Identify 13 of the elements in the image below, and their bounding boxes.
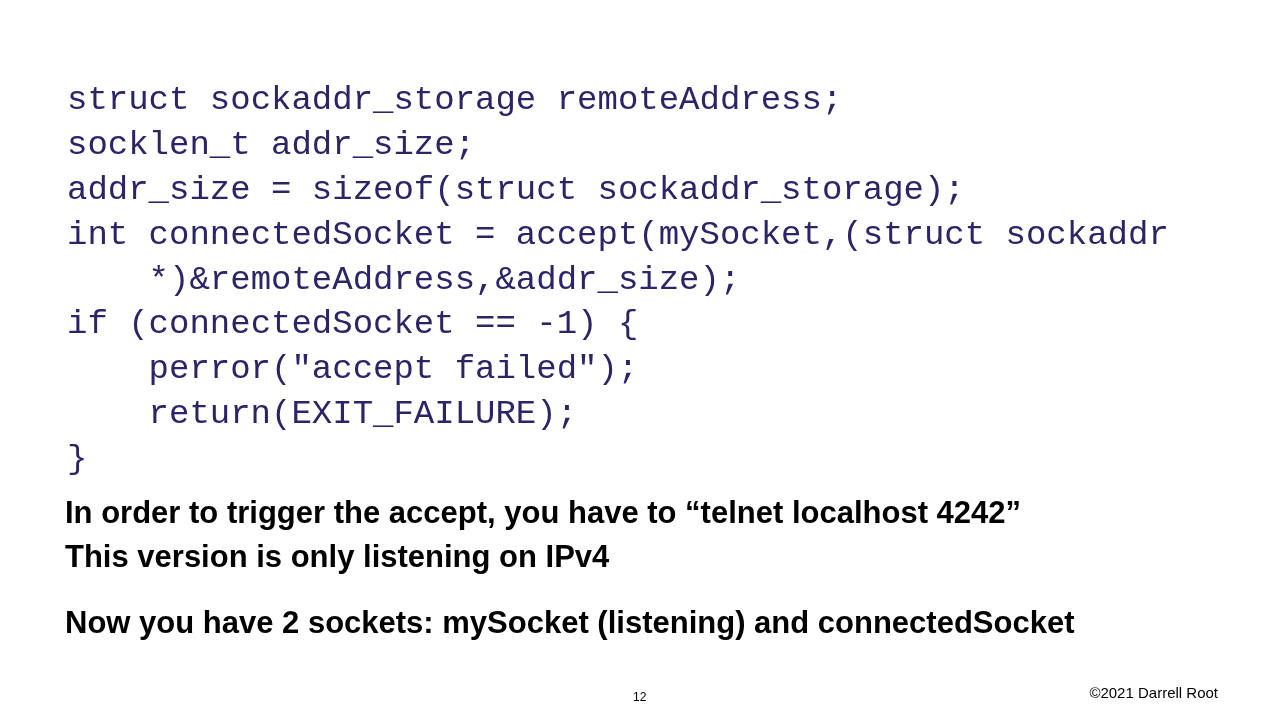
code-line: struct sockaddr_storage remoteAddress; [67, 80, 844, 121]
note-text: In order to trigger the accept, you have to “telnet localhost 4242” [65, 494, 1022, 532]
code-line: socklen_t addr_size; [67, 125, 477, 166]
code-line: if (connectedSocket == -1) { [67, 304, 640, 345]
code-line: } [67, 439, 89, 480]
page-number: 12 [633, 689, 647, 705]
code-line: int connectedSocket = accept(mySocket,(struct sockaddr *)&remoteAddress,&addr_size); [67, 215, 1170, 301]
copyright-notice: ©2021 Darrell Root [1089, 684, 1218, 702]
code-line: return(EXIT_FAILURE); [148, 394, 579, 435]
note-text: This version is only listening on IPv4 [65, 538, 610, 576]
code-line: addr_size = sizeof(struct sockaddr_storage); [67, 170, 966, 211]
note-text: Now you have 2 sockets: mySocket (listening) and connectedSocket [65, 604, 1075, 642]
code-line: perror("accept failed"); [148, 349, 640, 390]
